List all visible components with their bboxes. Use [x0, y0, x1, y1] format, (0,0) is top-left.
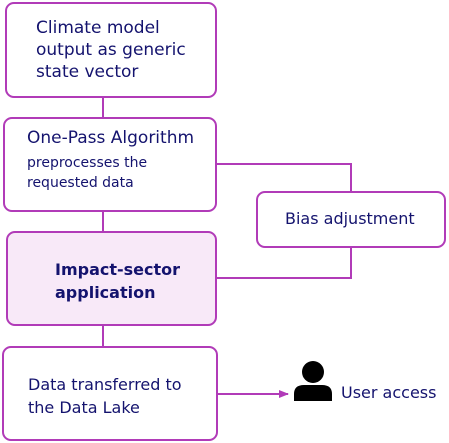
climate-model-line3: state vector: [36, 62, 139, 83]
climate-model-line2: output as generic: [36, 40, 186, 61]
one-pass-description: preprocesses the requested data: [27, 153, 147, 194]
connector-bias-to-impact: [217, 248, 352, 279]
data-transfer-line2: the Data Lake: [28, 398, 140, 418]
user-icon: [294, 361, 332, 401]
bias-adjustment-label: Bias adjustment: [285, 209, 415, 228]
data-transfer-text: Data transferred to the Data Lake: [28, 373, 182, 419]
one-pass-algorithm-box: One-Pass Algorithm preprocesses the requ…: [3, 117, 217, 212]
impact-sector-line1: Impact-sector: [55, 260, 181, 279]
impact-sector-box: Impact-sector application: [6, 231, 217, 326]
climate-model-box: Climate model output as generic state ve…: [5, 2, 217, 98]
data-transfer-box: Data transferred to the Data Lake: [2, 346, 218, 441]
climate-model-line1: Climate model: [36, 18, 160, 38]
connector-onepass-to-bias: [217, 163, 352, 191]
bias-adjustment-box: Bias adjustment: [256, 191, 446, 248]
one-pass-line1: preprocesses the: [27, 155, 148, 171]
user-access-label: User access: [341, 383, 437, 402]
impact-sector-line2: application: [55, 283, 156, 303]
impact-sector-text: Impact-sector application: [55, 258, 180, 304]
data-transfer-line1: Data transferred to: [28, 375, 182, 394]
one-pass-title: One-Pass Algorithm: [27, 128, 195, 148]
climate-model-text: Climate model output as generic state ve…: [36, 17, 186, 83]
one-pass-line2: requested data: [27, 175, 134, 192]
